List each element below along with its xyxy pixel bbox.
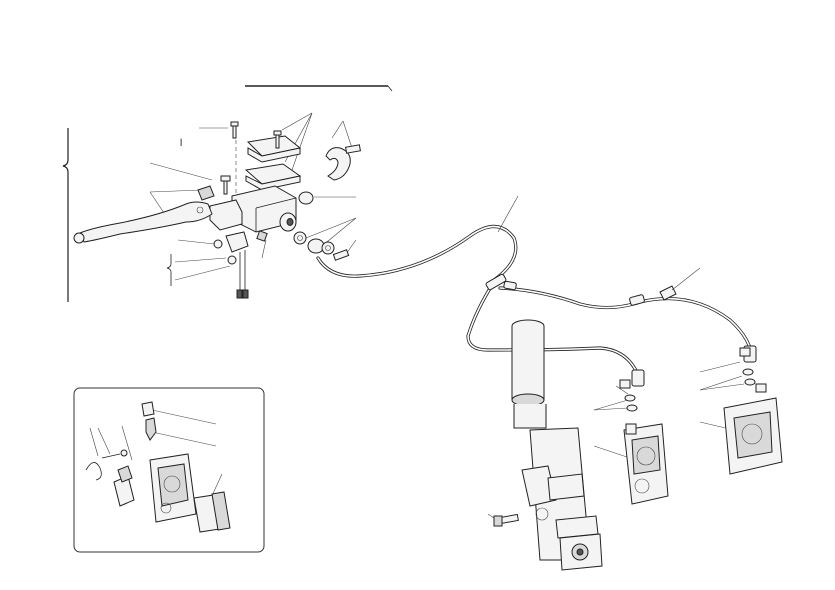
handlebar-clamp [325,147,351,181]
brake-hoses [316,224,757,387]
brake-light-switch [225,231,249,253]
brake-lever [73,201,213,244]
master-cylinder-group-bracket [62,128,69,302]
spring-icon [197,185,215,201]
switch-group-bracket [166,254,172,286]
front-fork-leg [493,319,603,571]
reference-glyph: l [180,138,182,149]
caliper-right [723,347,783,475]
master-cylinder-leader-lines [149,112,357,281]
bleed-screw-icon [619,379,631,389]
brake-pad-detail-inset [73,387,265,553]
title-bar-line [245,85,393,92]
master-cylinder-assembly [197,121,361,299]
caliper-left [619,379,669,505]
